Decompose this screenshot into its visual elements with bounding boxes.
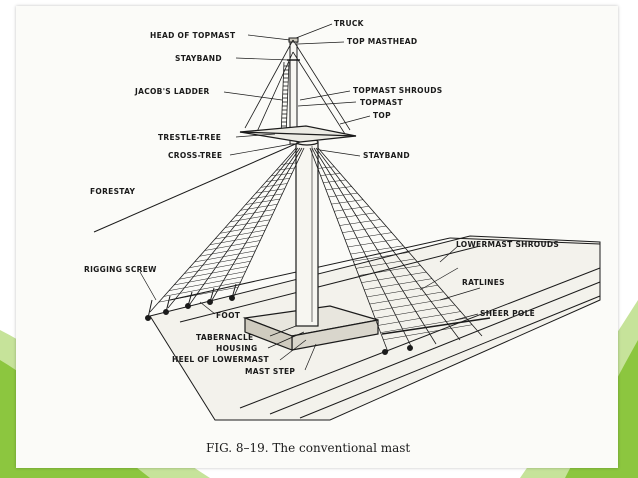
ratline xyxy=(276,167,295,171)
sheer-pole xyxy=(381,317,491,335)
rigging-screws xyxy=(145,283,413,355)
ratline xyxy=(204,240,261,251)
ratline xyxy=(383,324,473,341)
ratline xyxy=(184,260,251,274)
label-ratlines: RATLINES xyxy=(462,278,505,287)
label-truck: TRUCK xyxy=(334,19,365,28)
label-top: TOP xyxy=(373,111,391,120)
ratline xyxy=(361,271,427,283)
label-forestay: FORESTAY xyxy=(90,187,136,196)
label-trestle-tree: TRESTLE-TREE xyxy=(158,133,221,142)
ratline xyxy=(240,203,278,211)
leader-lines xyxy=(139,23,481,371)
label-mast-step: MAST STEP xyxy=(245,367,295,376)
label-topmast: TOPMAST xyxy=(360,98,403,107)
label-stayband-top: STAYBAND xyxy=(175,54,222,63)
ratline xyxy=(347,238,398,248)
figure-caption: FIG. 8–19. The conventional mast xyxy=(206,441,410,455)
lowermast-shrouds xyxy=(149,147,483,353)
ratline xyxy=(353,252,410,262)
ratline xyxy=(375,304,455,319)
ratline xyxy=(235,209,275,217)
forestay xyxy=(93,141,301,233)
label-jacobs-ladder: JACOB'S LADDER xyxy=(134,87,210,96)
ratline xyxy=(364,278,433,291)
ratline xyxy=(225,219,271,228)
ratline xyxy=(230,214,273,223)
ratline xyxy=(325,186,352,191)
label-stayband-lower: STAYBAND xyxy=(363,151,410,160)
ratline xyxy=(189,255,253,268)
ratline xyxy=(250,193,283,200)
ratline xyxy=(372,298,450,312)
ratline xyxy=(271,172,293,177)
ratline xyxy=(214,229,266,240)
ratline xyxy=(158,286,239,303)
label-tabernacle: TABERNACLE xyxy=(196,333,253,342)
ratline xyxy=(342,225,387,233)
cross-tree xyxy=(239,125,357,143)
ratline xyxy=(168,276,244,291)
ratline xyxy=(199,245,258,257)
ratline xyxy=(281,162,298,165)
ratline xyxy=(317,166,335,169)
ratline xyxy=(334,206,369,212)
ratline xyxy=(345,232,392,241)
ratline xyxy=(355,258,415,269)
label-heel-of-lowermast: HEEL OF LOWERMAST xyxy=(172,355,270,364)
label-rigging-screw: RIGGING SCREW xyxy=(84,265,157,274)
ratline xyxy=(320,173,341,176)
label-foot: FOOT xyxy=(216,311,241,320)
ratline xyxy=(350,245,404,255)
ratline xyxy=(245,198,280,205)
lower-mast xyxy=(295,138,319,327)
ratline xyxy=(369,291,444,305)
ratline xyxy=(366,284,438,298)
ratline xyxy=(380,317,467,333)
ratline xyxy=(209,235,263,246)
label-topmast-shrouds: TOPMAST SHROUDS xyxy=(353,86,442,95)
label-head-of-topmast: HEAD OF TOPMAST xyxy=(150,31,236,40)
ratline xyxy=(260,183,288,188)
ratline xyxy=(255,188,285,194)
ratline xyxy=(220,224,268,234)
ratline xyxy=(163,281,241,297)
topmast-shrouds xyxy=(244,39,351,135)
label-cross-tree: CROSS-TREE xyxy=(168,151,222,160)
ratline xyxy=(323,179,346,183)
ratline xyxy=(358,265,421,276)
ratline xyxy=(266,178,290,182)
ratline xyxy=(328,192,358,198)
ratline xyxy=(339,219,381,226)
label-sheer-pole: SHEER POLE xyxy=(480,309,535,318)
ratline xyxy=(179,266,249,280)
ratline xyxy=(174,271,246,286)
ratline xyxy=(194,250,256,263)
label-lowermast-shrouds: LOWERMAST SHROUDS xyxy=(456,240,559,249)
ratline xyxy=(377,311,461,326)
ratlines xyxy=(158,162,473,341)
jacobs-ladder xyxy=(280,61,290,137)
label-housing: HOUSING xyxy=(216,344,257,353)
ratline xyxy=(331,199,364,205)
ratline xyxy=(336,212,375,219)
label-top-masthead: TOP MASTHEAD xyxy=(347,37,417,46)
